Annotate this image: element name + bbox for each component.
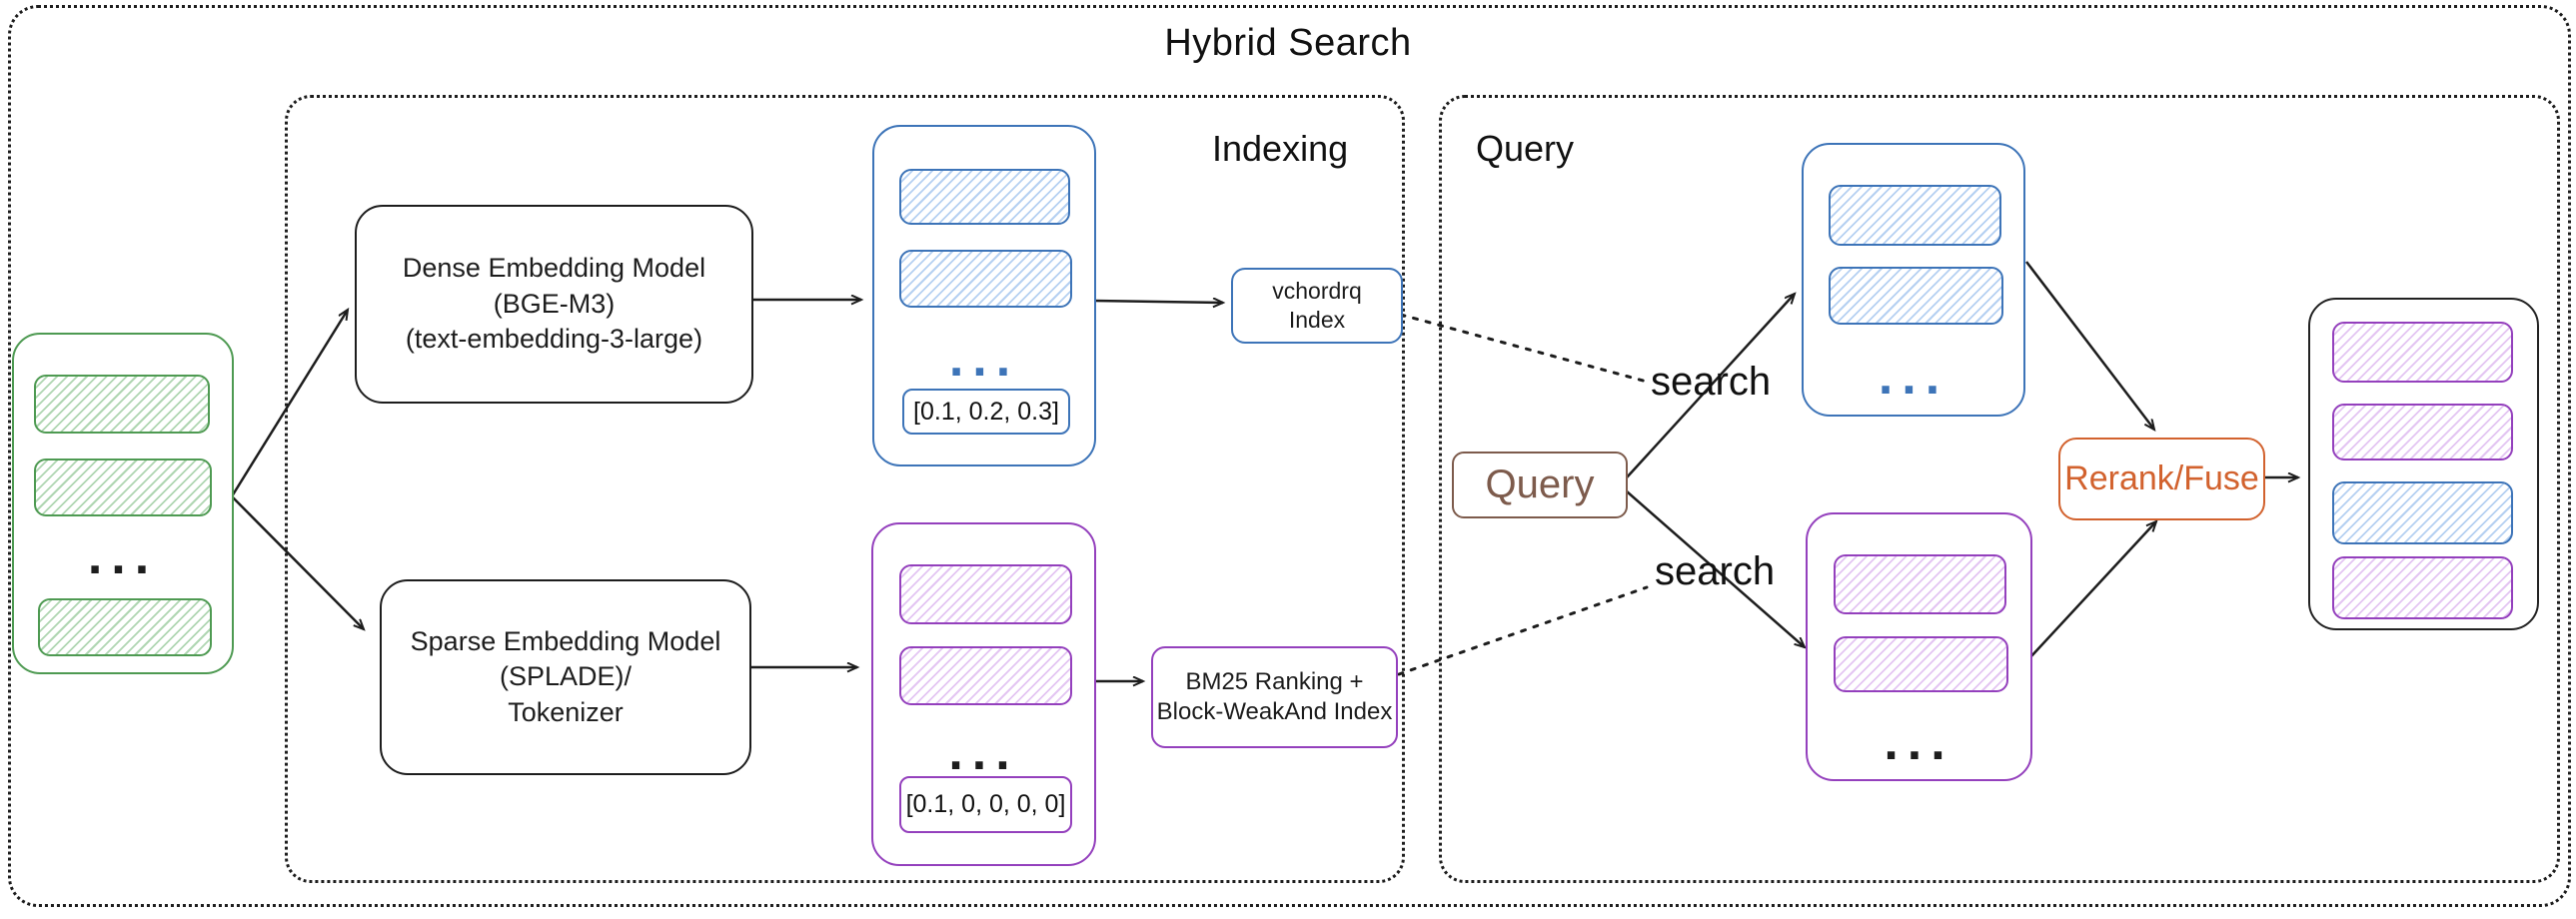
source-documents-stack: ... [12, 333, 234, 674]
documents-ellipsis: ... [87, 527, 159, 585]
sparse-embedding-model-box: Sparse Embedding Model (SPLADE)/ Tokeniz… [380, 579, 751, 775]
outer-frame [8, 5, 2571, 907]
sparse-result-chip [1834, 554, 2006, 614]
query-section-label: Query [1476, 128, 1575, 169]
sparse-vector-value: [0.1, 0, 0, 0, 0] [899, 776, 1072, 833]
fused-results-stack [2308, 298, 2539, 630]
bm25-index-line: BM25 Ranking + [1185, 668, 1364, 695]
search-label-top: search [1651, 360, 1772, 404]
dense-model-line: (text-embedding-3-large) [405, 324, 703, 355]
sparse-results-ellipsis: ... [1884, 713, 1954, 771]
dense-model-line: (BGE-M3) [493, 288, 616, 319]
vchordrq-index-line: Index [1288, 307, 1346, 333]
query-section-frame [1439, 95, 2560, 883]
sparse-vectors-ellipsis: ... [948, 723, 1019, 781]
sparse-model-line: Tokenizer [508, 696, 624, 727]
query-input-box: Query [1452, 452, 1628, 518]
document-chunk [34, 375, 210, 434]
indexing-section-label: Indexing [1212, 128, 1349, 169]
dense-vector-value: [0.1, 0.2, 0.3] [902, 389, 1070, 435]
fused-result-chip-dense [2332, 481, 2513, 544]
dense-results-ellipsis: ... [1878, 348, 1949, 406]
bm25-index-line: Block-WeakAnd Index [1156, 698, 1393, 725]
fused-result-chip-sparse [2332, 404, 2513, 460]
rerank-fuse-box: Rerank/Fuse [2058, 438, 2265, 520]
sparse-model-line: Sparse Embedding Model [410, 625, 721, 656]
diagram-title: Hybrid Search [1164, 22, 1412, 64]
document-chunk [38, 598, 212, 656]
search-label-bottom: search [1655, 549, 1776, 593]
dense-vector-chip [899, 169, 1070, 225]
dense-results-stack: ... [1802, 143, 2025, 417]
dense-result-chip [1829, 267, 2003, 325]
vchordrq-index-box: vchordrq Index [1231, 268, 1403, 344]
dense-result-chip [1829, 185, 2001, 246]
document-chunk [34, 459, 212, 516]
dense-vectors-ellipsis: ... [948, 330, 1020, 388]
sparse-model-line: (SPLADE)/ [499, 661, 633, 692]
sparse-vectors-stack: ... [0.1, 0, 0, 0, 0] [871, 522, 1096, 866]
sparse-result-chip [1834, 636, 2008, 692]
dense-vectors-stack: ... [0.1, 0.2, 0.3] [872, 125, 1096, 466]
sparse-vector-chip [899, 646, 1072, 705]
dense-model-line: Dense Embedding Model [402, 253, 706, 284]
bm25-index-box: BM25 Ranking + Block-WeakAnd Index [1151, 646, 1398, 748]
fused-result-chip-sparse [2332, 556, 2513, 619]
dense-embedding-model-box: Dense Embedding Model (BGE-M3) (text-emb… [355, 205, 753, 404]
sparse-vector-chip [899, 564, 1072, 624]
fused-result-chip-sparse [2332, 322, 2513, 383]
sparse-results-stack: ... [1806, 512, 2032, 781]
vchordrq-index-line: vchordrq [1272, 278, 1362, 305]
dense-vector-chip [899, 250, 1072, 308]
